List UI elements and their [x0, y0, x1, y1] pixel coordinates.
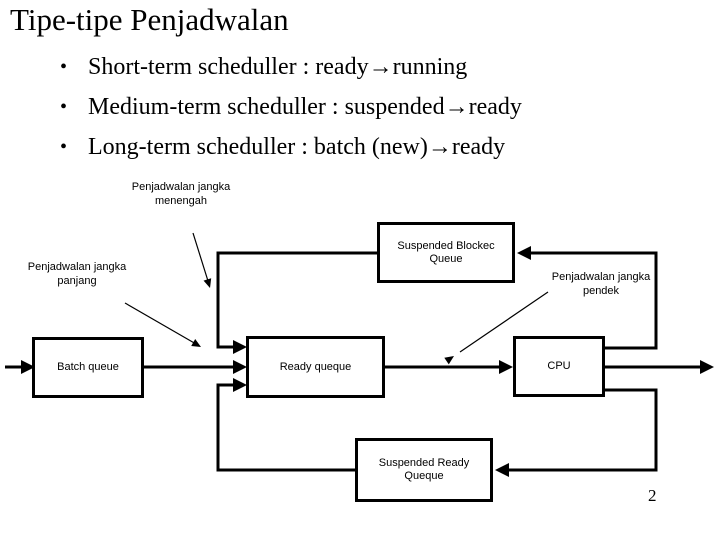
bullet-text: Long-term scheduller : batch (new)→ready [88, 134, 506, 160]
bullet-icon: • [60, 56, 68, 78]
bullet-item-short-term: • Short-term scheduller : ready→running [60, 54, 522, 80]
box-label: Ready queque [279, 360, 352, 373]
page-number: 2 [648, 486, 657, 505]
arrow-suspended-ready-to-ready [216, 378, 356, 472]
label-medium-term-scheduler: Penjadwalan jangka menengah [131, 181, 231, 207]
box-cpu: CPU [513, 336, 605, 397]
bullet-text: Short-term scheduller : ready→running [88, 54, 468, 80]
label-long-term-scheduler: Penjadwalan jangka panjang [27, 261, 127, 287]
arrow-suspended-blocked-to-ready [216, 251, 377, 354]
bullet-item-long-term: • Long-term scheduller : batch (new)→read… [60, 134, 522, 160]
bullet-list: • Short-term scheduller : ready→running •… [60, 54, 522, 174]
arrow-cpu-to-suspended-ready [495, 388, 658, 477]
box-label: Batch queue [57, 361, 119, 373]
arrow-batch-to-ready [144, 360, 247, 374]
box-label: CPU [547, 360, 571, 372]
arrow-entry-to-batch-queue [5, 360, 35, 374]
pointer-short-term-label [444, 291, 549, 365]
arrow-cpu-to-suspended-blocked [517, 246, 658, 350]
box-suspended-ready-queue: Suspended Ready Queque [355, 438, 493, 502]
label-short-term-scheduler: Penjadwalan jangka pendek [551, 271, 651, 297]
box-ready-queue: Ready queque [246, 336, 385, 398]
box-label: Suspended Ready Queque [378, 457, 470, 482]
arrow-cpu-exit [605, 360, 714, 374]
box-label: Suspended Blockec Queue [397, 239, 495, 265]
bullet-icon: • [60, 136, 68, 158]
pointer-medium-term-label [192, 232, 212, 288]
slide-title: Tipe-tipe Penjadwalan [10, 2, 289, 37]
bullet-icon: • [60, 96, 68, 118]
box-batch-queue: Batch queue [32, 337, 144, 398]
bullet-item-medium-term: • Medium-term scheduller : suspended→read… [60, 94, 522, 120]
arrow-ready-to-cpu [385, 360, 513, 374]
bullet-text: Medium-term scheduller : suspended→ready [88, 94, 522, 120]
box-suspended-blocked-queue: Suspended Blockec Queue [377, 222, 515, 283]
pointer-long-term-label [124, 302, 201, 347]
